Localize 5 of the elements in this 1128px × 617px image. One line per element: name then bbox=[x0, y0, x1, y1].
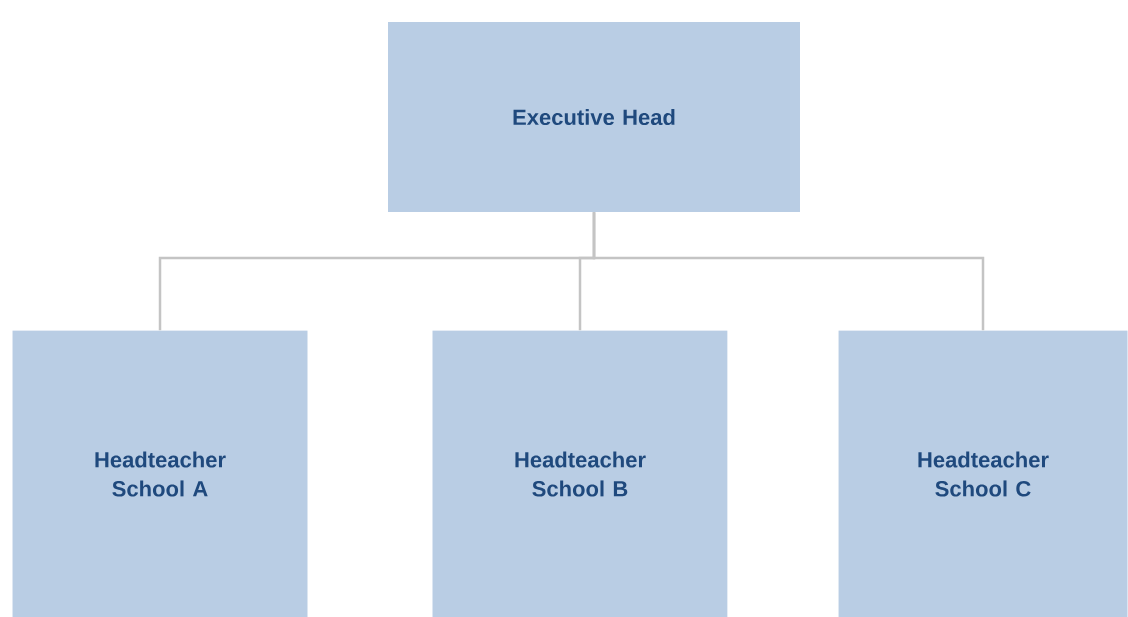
org-box: Headteacher School B bbox=[432, 330, 728, 617]
org-box: Executive Head bbox=[388, 22, 800, 212]
org-box: Headteacher School A bbox=[12, 330, 308, 617]
org-box: Headteacher School C bbox=[838, 330, 1128, 617]
connector-line bbox=[592, 212, 985, 331]
